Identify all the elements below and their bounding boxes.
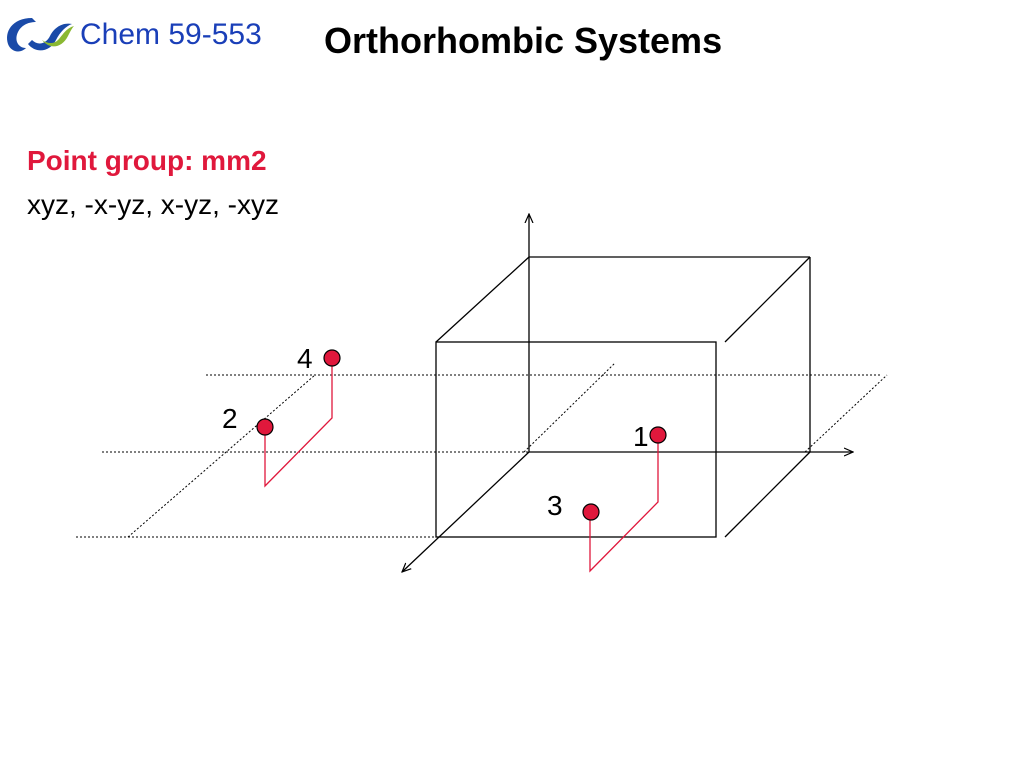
university-logo — [2, 14, 74, 56]
x-axis — [402, 451, 530, 572]
atom-label-3: 3 — [547, 490, 563, 521]
atom-label-2: 2 — [222, 403, 238, 434]
axes — [402, 214, 853, 572]
projection-lines — [264, 358, 659, 573]
symmetry-operations: xyz, -x-yz, x-yz, -xyz — [27, 189, 279, 220]
atom-2 — [256, 418, 274, 436]
course-label: Chem 59-553 — [80, 18, 262, 51]
atom-label-4: 4 — [297, 343, 313, 374]
logo-icon — [7, 18, 74, 52]
unit-cell-cube — [435, 256, 811, 538]
page-title: Orthorhombic Systems — [324, 20, 723, 61]
atom-label-1: 1 — [633, 421, 649, 452]
point-group-heading: Point group: mm2 — [27, 145, 267, 176]
atom-3 — [582, 503, 600, 521]
atom-1 — [649, 426, 667, 444]
dotted-plane-lines — [76, 362, 888, 538]
atom-4 — [323, 349, 341, 367]
atoms — [256, 349, 667, 521]
